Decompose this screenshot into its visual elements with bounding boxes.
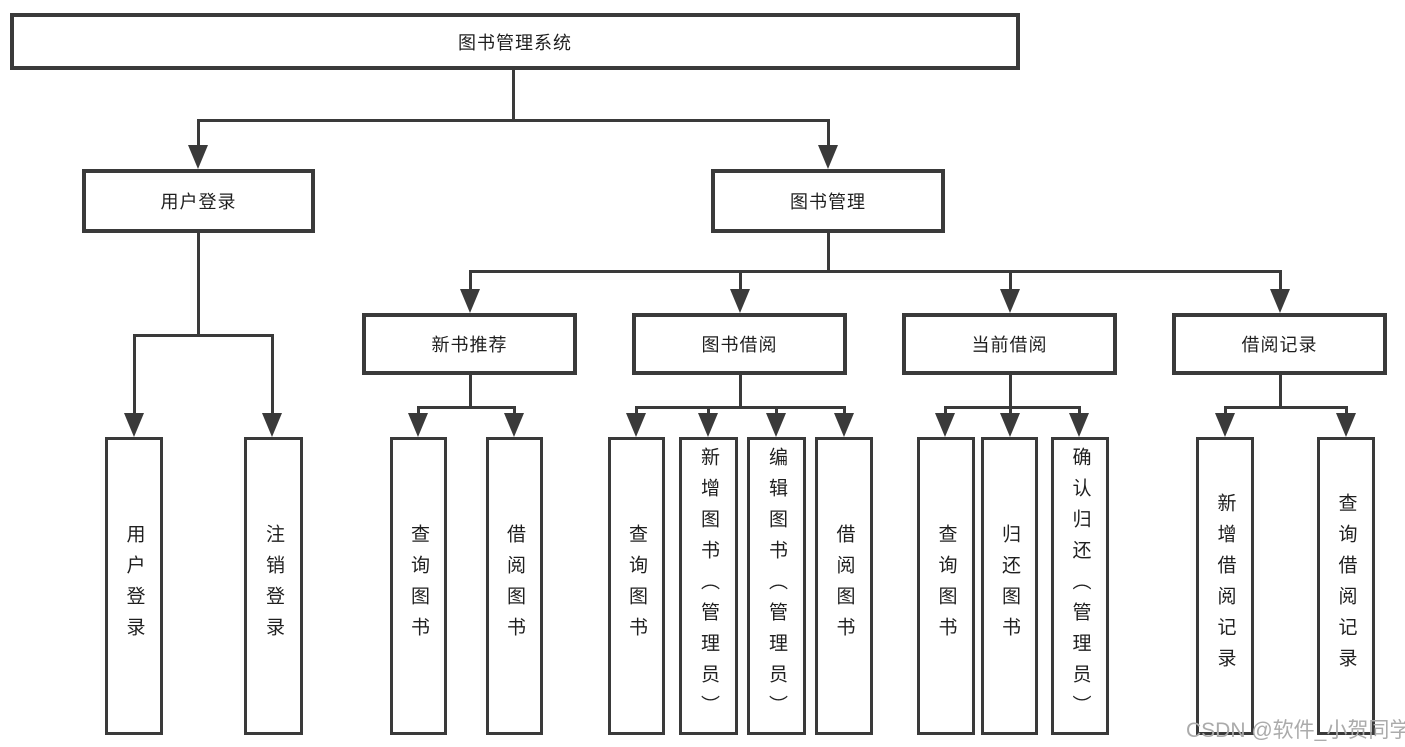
leaf-query-borrow-record: 查询借阅记录 [1317, 437, 1375, 735]
leaf-add-books-admin-label: 新增图书（管理员） [698, 446, 719, 726]
connector-line [827, 233, 830, 273]
leaf-query-books-2-label: 查询图书 [626, 524, 647, 648]
arrow-down-icon [1215, 413, 1235, 437]
arrow-down-icon [262, 413, 282, 437]
connector-line [635, 406, 638, 415]
connector-line [512, 70, 515, 122]
leaf-add-borrow-record: 新增借阅记录 [1196, 437, 1254, 735]
node-book-borrow: 图书借阅 [632, 313, 847, 375]
connector-line [635, 406, 846, 409]
connector-line [843, 406, 846, 415]
node-new-book-recommend-label: 新书推荐 [431, 335, 508, 355]
leaf-return-books: 归还图书 [981, 437, 1038, 735]
leaf-add-books-admin: 新增图书（管理员） [679, 437, 738, 735]
leaf-query-borrow-record-label: 查询借阅记录 [1335, 493, 1357, 679]
leaf-return-books-label: 归还图书 [999, 524, 1020, 648]
arrow-down-icon [626, 413, 646, 437]
node-root-label: 图书管理系统 [458, 32, 572, 53]
node-current-borrow: 当前借阅 [902, 313, 1117, 375]
connector-line [469, 270, 472, 291]
connector-line [133, 334, 136, 415]
arrow-down-icon [1270, 289, 1290, 313]
node-book-borrow-label: 图书借阅 [701, 335, 778, 355]
arrow-down-icon [834, 413, 854, 437]
connector-line [707, 406, 710, 415]
connector-line [775, 406, 778, 415]
connector-line [1078, 406, 1081, 415]
connector-line [739, 375, 742, 408]
arrow-down-icon [766, 413, 786, 437]
leaf-borrow-books-2-label: 借阅图书 [833, 524, 855, 648]
leaf-confirm-return-admin-label: 确认归还（管理员） [1069, 446, 1091, 726]
leaf-logout-label: 注销登录 [263, 524, 284, 648]
leaf-borrow-books-1-label: 借阅图书 [504, 524, 525, 648]
node-new-book-recommend: 新书推荐 [362, 313, 577, 375]
connector-line [469, 270, 1282, 273]
connector-line [197, 119, 830, 122]
node-book-management-label: 图书管理 [790, 192, 866, 212]
node-book-management: 图书管理 [711, 169, 945, 233]
connector-line [1224, 406, 1348, 409]
connector-line [197, 119, 200, 147]
connector-line [739, 270, 742, 291]
connector-line [469, 375, 472, 408]
connector-line [417, 406, 420, 415]
connector-line [1279, 270, 1282, 291]
node-user-login: 用户登录 [82, 169, 315, 233]
arrow-down-icon [818, 145, 838, 169]
arrow-down-icon [1069, 413, 1089, 437]
leaf-add-borrow-record-label: 新增借阅记录 [1214, 493, 1236, 679]
arrow-down-icon [188, 145, 208, 169]
connector-line [133, 334, 274, 337]
leaf-query-books-1-label: 查询图书 [408, 524, 429, 648]
leaf-edit-books-admin: 编辑图书（管理员） [747, 437, 806, 735]
leaf-logout: 注销登录 [244, 437, 303, 735]
arrow-down-icon [1336, 413, 1356, 437]
connector-line [944, 406, 947, 415]
arrow-down-icon [1000, 413, 1020, 437]
arrow-down-icon [408, 413, 428, 437]
node-borrow-records: 借阅记录 [1172, 313, 1387, 375]
csdn-watermark: CSDN @软件_小贺同学 [1186, 719, 1405, 742]
connector-line [417, 406, 516, 409]
leaf-user-login: 用户登录 [105, 437, 163, 735]
connector-line [513, 406, 516, 415]
leaf-confirm-return-admin: 确认归还（管理员） [1051, 437, 1109, 735]
leaf-edit-books-admin-label: 编辑图书（管理员） [766, 446, 787, 726]
connector-line [1345, 406, 1348, 415]
arrow-down-icon [460, 289, 480, 313]
node-borrow-records-label: 借阅记录 [1241, 335, 1318, 355]
connector-line [1009, 375, 1012, 415]
leaf-query-books-2: 查询图书 [608, 437, 665, 735]
connector-line [271, 334, 274, 415]
connector-line [827, 119, 830, 147]
connector-line [1224, 406, 1227, 415]
leaf-query-books-3-label: 查询图书 [935, 524, 957, 648]
leaf-user-login-label: 用户登录 [123, 524, 145, 648]
connector-line [944, 406, 1081, 409]
arrow-down-icon [124, 413, 144, 437]
connector-line [197, 233, 200, 336]
leaf-borrow-books-2: 借阅图书 [815, 437, 873, 735]
arrow-down-icon [935, 413, 955, 437]
leaf-borrow-books-1: 借阅图书 [486, 437, 543, 735]
arrow-down-icon [504, 413, 524, 437]
arrow-down-icon [730, 289, 750, 313]
leaf-query-books-3: 查询图书 [917, 437, 975, 735]
node-current-borrow-label: 当前借阅 [971, 335, 1048, 355]
node-root: 图书管理系统 [10, 13, 1020, 70]
arrow-down-icon [698, 413, 718, 437]
connector-line [1009, 270, 1012, 291]
node-user-login-label: 用户登录 [160, 192, 237, 212]
leaf-query-books-1: 查询图书 [390, 437, 447, 735]
arrow-down-icon [1000, 289, 1020, 313]
connector-line [1279, 375, 1282, 408]
